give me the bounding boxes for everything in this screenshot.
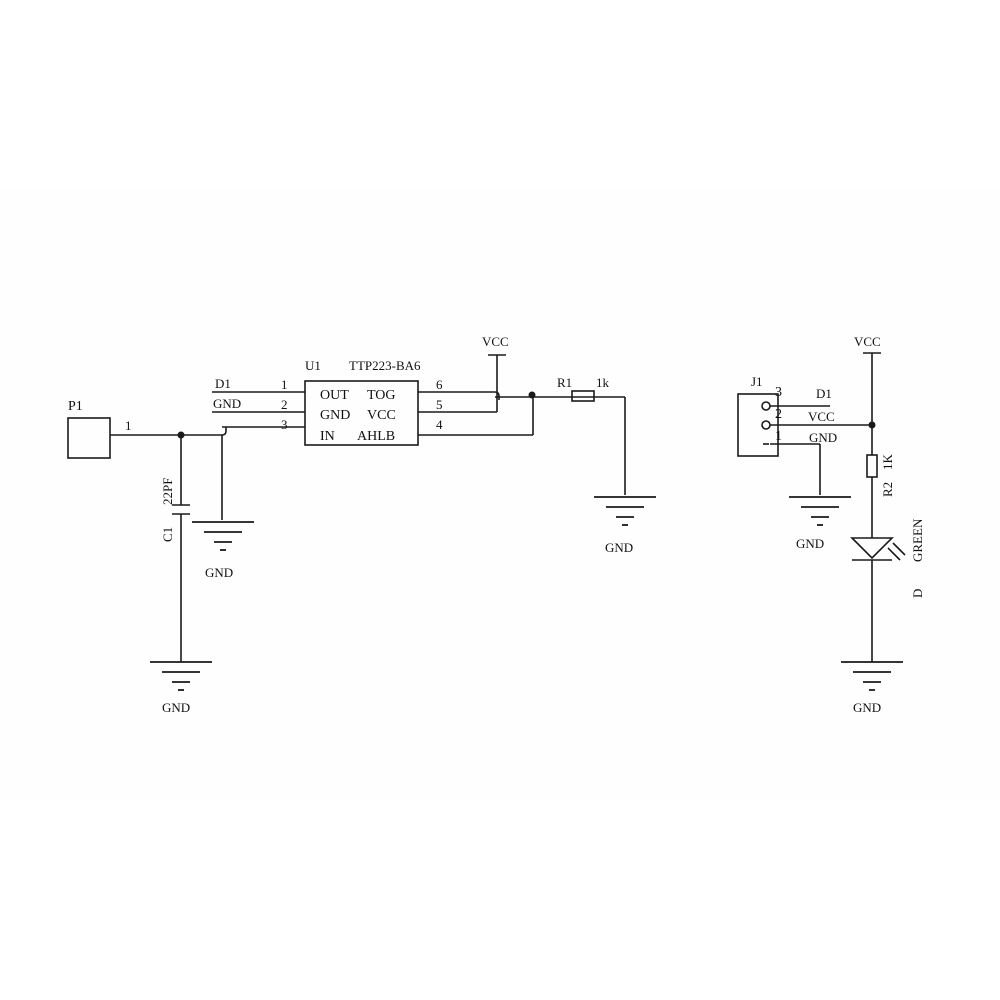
- gnd-c1-label: GND: [162, 700, 190, 715]
- r2-body: [866, 454, 878, 478]
- junction-vcc: [868, 421, 876, 429]
- j1-pin1-mark: 1: [775, 429, 782, 444]
- r2-ref-label: R2: [880, 482, 895, 497]
- j1-pin3-mark: 3: [775, 385, 782, 400]
- right-circuit: J1 3 2 1 D1 VCC GND GND: [737, 334, 925, 715]
- p1-pin-label: 1: [125, 418, 132, 433]
- gnd-pin-label: GND: [205, 565, 233, 580]
- u1-part-label: TTP223-BA6: [349, 358, 421, 373]
- junction-r1: [528, 391, 536, 399]
- r1-body: [571, 390, 595, 402]
- j1-pin3-pad: [761, 401, 771, 411]
- r1-value-label: 1k: [596, 375, 610, 390]
- led-ref-label: D: [910, 589, 925, 598]
- gnd-led-label: GND: [853, 700, 881, 715]
- u1-pin4-name: AHLB: [357, 429, 395, 444]
- c1-capacitor: 22PF C1: [160, 435, 190, 662]
- u1-pin3-num: 3: [281, 417, 288, 432]
- led-arrow-1: [887, 547, 901, 561]
- u1-pin5-name: VCC: [367, 408, 396, 423]
- j1-pin2-mark: 2: [775, 407, 782, 422]
- led-arrow-2: [892, 542, 906, 556]
- u1-pin1-name: OUT: [320, 388, 349, 403]
- u1-net-gnd-label: GND: [213, 396, 241, 411]
- led-value-label: GREEN: [910, 518, 925, 562]
- led-triangle: [850, 537, 894, 560]
- wire-pin6-cross: [494, 391, 500, 400]
- j1-net-gnd-label: GND: [809, 430, 837, 445]
- vcc-left-label: VCC: [482, 334, 509, 349]
- r1-resistor: R1 1k: [557, 375, 610, 402]
- gnd-symbol-pins: GND: [192, 521, 254, 580]
- gnd-symbol-tog: GND: [594, 496, 656, 555]
- vcc-right-label: VCC: [854, 334, 881, 349]
- gnd-symbol-c1: GND: [150, 661, 212, 715]
- u1-pin1-num: 1: [281, 377, 288, 392]
- j1-ref-label: J1: [751, 374, 763, 389]
- p1-connector: P1 1: [67, 399, 132, 459]
- u1-ref-label: U1: [305, 358, 321, 373]
- u1-pin4-num: 4: [436, 417, 443, 432]
- u1-net-d1-label: D1: [215, 376, 231, 391]
- u1-pin3-name: IN: [320, 429, 335, 444]
- j1-net-d1-label: D1: [816, 386, 832, 401]
- wire-crossover: [221, 427, 227, 436]
- gnd-j1-label: GND: [796, 536, 824, 551]
- led-diode: GREEN D: [850, 518, 925, 598]
- u1-chip: U1 TTP223-BA6 1 2 3 OUT GND IN TOG VCC A…: [281, 358, 443, 446]
- u1-pin6-name: TOG: [367, 388, 396, 403]
- j1-net-vcc-label: VCC: [808, 409, 835, 424]
- u1-pin6-num: 6: [436, 377, 443, 392]
- c1-ref-label: C1: [160, 527, 175, 542]
- gnd-symbol-j1: GND: [789, 496, 851, 551]
- left-circuit: P1 1 22PF C1 GND: [67, 334, 656, 715]
- j1-pin2-pad: [761, 420, 771, 430]
- r2-value-label: 1K: [880, 454, 895, 471]
- u1-pin2-name: GND: [320, 408, 350, 423]
- p1-pad: [67, 417, 111, 459]
- u1-pin2-num: 2: [281, 397, 288, 412]
- u1-body: [304, 380, 419, 446]
- c1-value-label: 22PF: [160, 478, 175, 505]
- p1-ref-label: P1: [68, 399, 83, 414]
- gnd-tog-label: GND: [605, 540, 633, 555]
- u1-pin5-num: 5: [436, 397, 443, 412]
- r1-ref-label: R1: [557, 375, 572, 390]
- gnd-symbol-led: GND: [841, 661, 903, 715]
- schematic-background: [0, 188, 1000, 800]
- r2-resistor: R2 1K: [866, 454, 895, 497]
